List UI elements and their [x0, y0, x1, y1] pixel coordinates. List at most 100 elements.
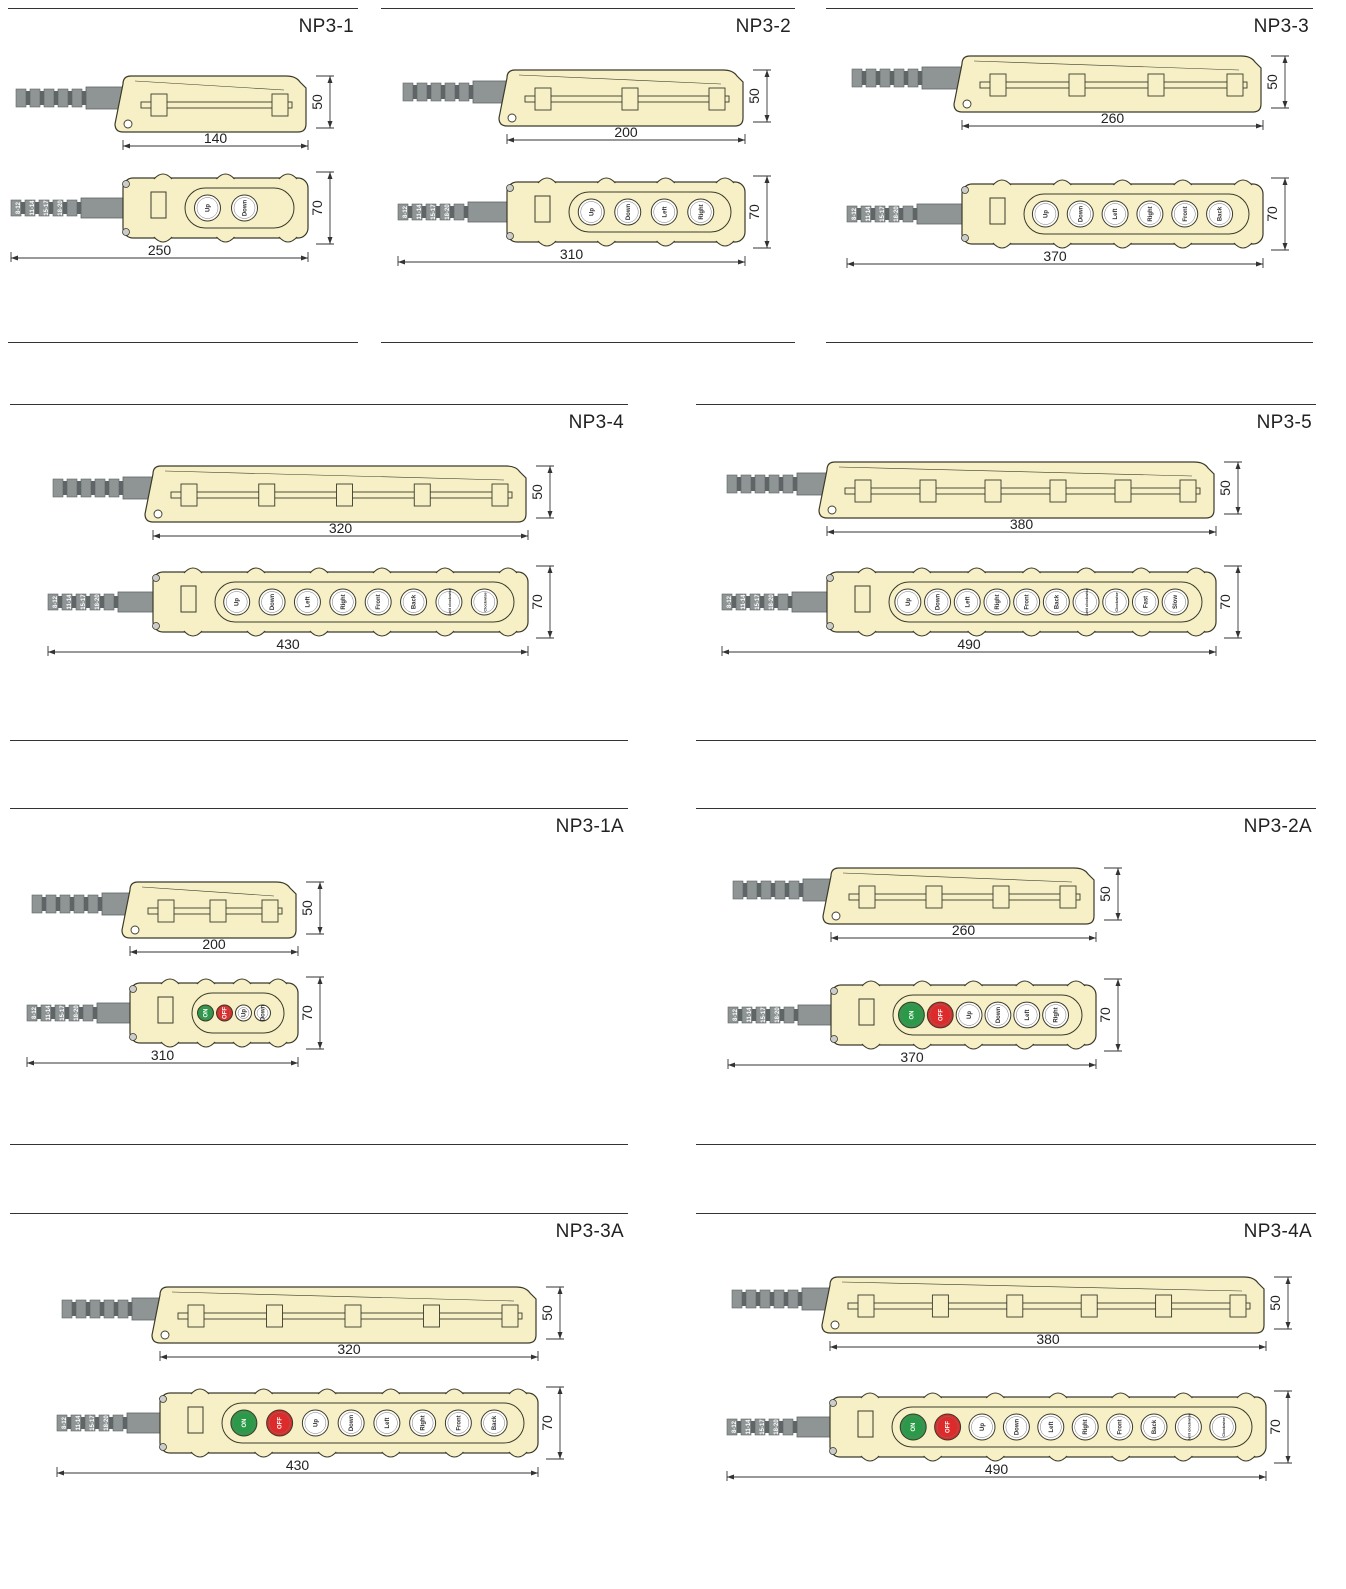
- pushbutton-ring: [936, 1416, 959, 1438]
- dimension-arrow: [764, 176, 770, 183]
- housing-bump: [1066, 1043, 1086, 1050]
- housing-bump: [912, 1043, 932, 1050]
- dimension-arrow: [521, 533, 528, 539]
- side-clip: [150, 93, 168, 117]
- housing-bump: [1022, 567, 1041, 574]
- housing-bump: [1066, 980, 1086, 987]
- cable-boot-segment: [108, 478, 120, 498]
- pushbutton-label: Back: [1152, 1419, 1158, 1434]
- pushbutton-label: OFF: [938, 1009, 944, 1021]
- side-parting-line: [141, 886, 275, 897]
- gland-size-label: 11-14: [866, 206, 872, 222]
- housing-bump: [498, 630, 518, 637]
- housing-bump: [381, 1451, 401, 1458]
- model-label: NP3-5: [1256, 412, 1312, 433]
- side-clip: [1155, 1294, 1173, 1318]
- gland-size-label: 15-17: [431, 204, 437, 220]
- cable-boot-ring: [68, 91, 72, 105]
- cable-boot-ring: [77, 202, 81, 214]
- pushbutton-ring: [411, 1412, 434, 1434]
- pushbutton-label: Anti clockwise: [1084, 587, 1089, 616]
- model-label: NP3-4: [568, 412, 624, 433]
- housing-bump: [1113, 242, 1132, 249]
- cable-boot-segment: [774, 880, 786, 900]
- gland-size-label: 11-14: [741, 594, 747, 610]
- housing-bump: [190, 1388, 210, 1395]
- side-clip: [989, 73, 1007, 97]
- dimension-label: 490: [985, 1461, 1009, 1477]
- housing-bump: [656, 177, 676, 184]
- housing-bump: [857, 567, 877, 574]
- cable-boot-ring: [760, 596, 764, 608]
- pushbutton-ring: [233, 197, 256, 219]
- pushbutton: [899, 1413, 927, 1441]
- pushbutton-label: Up: [589, 208, 595, 216]
- dimension-arrow: [317, 882, 323, 889]
- side-view: [726, 461, 1215, 519]
- pushbutton-ring: [199, 1007, 212, 1019]
- pushbutton-ring: [233, 1412, 255, 1434]
- cable-boot-ring: [70, 897, 74, 911]
- pushbutton-label: Clockwise: [482, 591, 487, 611]
- dimension-label: 50: [529, 484, 545, 500]
- cable-boot-ring: [732, 596, 736, 608]
- panel-top-rule: [696, 808, 1316, 809]
- label-window: [857, 1410, 874, 1438]
- housing-bump: [1022, 630, 1041, 637]
- cable-boot-ring: [757, 883, 761, 897]
- pushbutton-ring: [256, 1007, 269, 1019]
- cable-boot-ring: [49, 202, 53, 214]
- cable-boot-ring: [72, 596, 76, 608]
- screw-head: [830, 1035, 838, 1043]
- cable-boot-segment: [865, 68, 877, 88]
- housing-bump: [246, 567, 266, 574]
- housing-bump: [861, 980, 881, 987]
- dimension-arrow: [1285, 1456, 1291, 1463]
- screw-head: [506, 232, 514, 240]
- pushbutton: [924, 588, 952, 616]
- housing-bump: [196, 1041, 216, 1048]
- cable-boot-segment: [444, 82, 456, 102]
- dimension-label: 70: [299, 1005, 315, 1021]
- cable-boot-ring: [105, 481, 109, 495]
- pushbutton: [444, 1409, 472, 1437]
- model-label: NP3-1: [298, 16, 354, 37]
- cable-boot-ring: [63, 202, 67, 214]
- pushbutton-ring: [926, 591, 949, 613]
- pushbutton-label: Down: [1014, 1419, 1020, 1436]
- cable-boot-ring: [464, 206, 468, 218]
- side-length-dimension: 200: [129, 936, 299, 956]
- dimension-arrow: [1235, 566, 1241, 573]
- side-parting-line: [134, 80, 285, 91]
- screw-head: [830, 987, 838, 995]
- pushbutton: [1102, 588, 1130, 616]
- housing-bump: [190, 1451, 210, 1458]
- cable-boot-ring: [765, 477, 769, 491]
- cable-boot-ring: [793, 477, 797, 491]
- cable-boot-ring: [766, 1009, 770, 1021]
- cable-boot-ring: [441, 85, 445, 99]
- pushbutton-ring: [617, 201, 639, 223]
- cable-boot-ring: [737, 477, 741, 491]
- housing-bump: [309, 630, 329, 637]
- pushbutton-label: Up: [980, 1423, 986, 1431]
- dimension-arrow: [1115, 868, 1121, 875]
- panel-top-rule: [10, 404, 628, 405]
- screw-head: [159, 1443, 167, 1451]
- cable: [726, 472, 836, 496]
- pushbutton: [364, 588, 392, 616]
- pushbutton: [337, 1409, 365, 1437]
- pushbutton-ring: [1143, 1416, 1165, 1438]
- side-rail: [844, 487, 1201, 495]
- side-housing: [818, 461, 1215, 519]
- pushbutton-ring: [897, 591, 919, 613]
- cable-boot-ring: [72, 1302, 76, 1316]
- side-parting-line: [842, 872, 1073, 883]
- housing-bump: [1173, 1392, 1193, 1399]
- cable-boot-ring: [114, 1302, 118, 1316]
